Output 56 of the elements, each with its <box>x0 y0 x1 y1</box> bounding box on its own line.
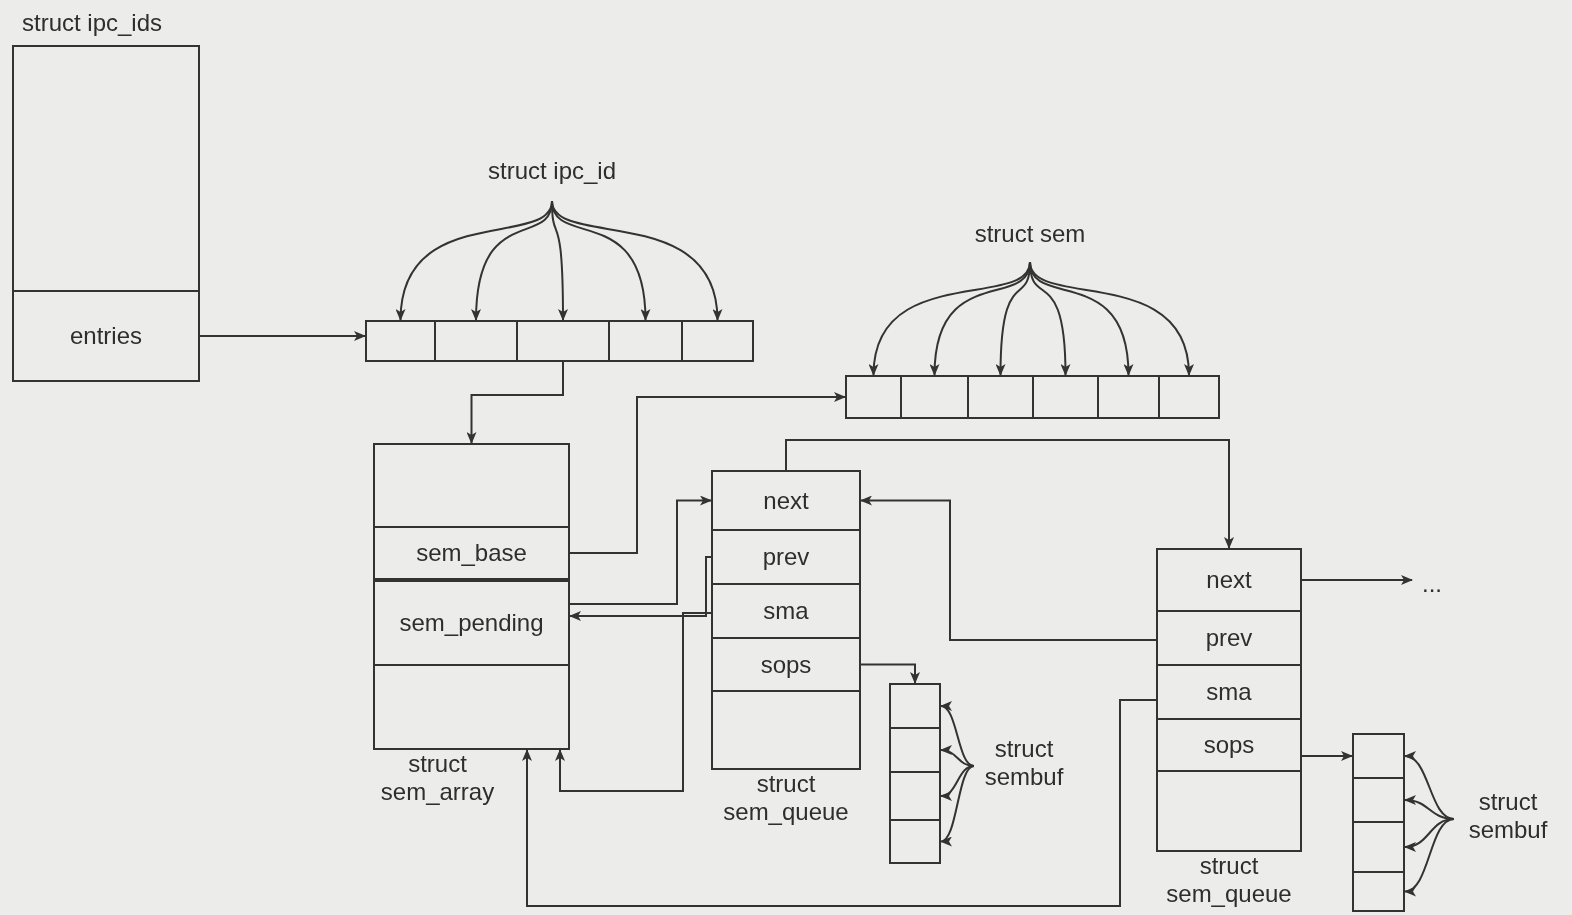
array-cell <box>1032 375 1099 419</box>
arrow <box>940 765 975 800</box>
struct-label: struct ipc_ids <box>22 9 164 37</box>
struct-field: prev <box>711 529 861 585</box>
arrow <box>1404 818 1455 894</box>
array-cell <box>889 771 941 821</box>
array-cell <box>1352 821 1405 873</box>
arrow <box>1301 575 1413 585</box>
struct-field: sem_base <box>373 526 570 580</box>
arrow <box>1301 751 1353 761</box>
arrow <box>1029 261 1193 376</box>
array-cell <box>889 819 941 864</box>
arrow <box>466 361 564 444</box>
arrow <box>551 200 722 321</box>
arrow <box>569 556 712 621</box>
struct-field: prev <box>1156 610 1302 666</box>
struct-field: sma <box>1156 664 1302 720</box>
struct-label: struct sembuf <box>978 735 1070 797</box>
array-cell <box>516 320 610 362</box>
array-cell <box>889 727 941 773</box>
array-cell <box>1352 733 1405 779</box>
arrow <box>555 612 712 792</box>
array-cell <box>845 375 902 419</box>
array-cell <box>608 320 683 362</box>
array-cell <box>967 375 1034 419</box>
arrow <box>940 704 975 767</box>
struct-label: struct sem_queue <box>1165 852 1293 908</box>
struct-label: struct sembuf <box>1458 788 1558 850</box>
arrow <box>860 495 1157 641</box>
arrow <box>199 331 366 341</box>
array-cell <box>365 320 436 362</box>
array-cell <box>434 320 518 362</box>
array-cell <box>900 375 969 419</box>
struct-label: ... <box>1412 570 1452 596</box>
struct-field: sops <box>711 637 861 692</box>
struct-label: struct ipc_id <box>462 157 642 197</box>
struct-field: sma <box>711 583 861 639</box>
array-cell <box>1352 777 1405 823</box>
struct-field: next <box>1156 548 1302 612</box>
array-cell <box>1158 375 1220 419</box>
arrow <box>860 663 920 684</box>
struct-label: struct sem <box>955 220 1105 258</box>
struct-field: sem_pending <box>373 580 570 666</box>
array-cell <box>681 320 754 362</box>
array-cell <box>1352 871 1405 912</box>
arrow <box>522 699 1157 907</box>
struct-label: struct sem_queue <box>722 770 850 826</box>
struct-field: entries <box>12 290 200 382</box>
array-cell <box>889 683 941 729</box>
struct-label: struct sem_array <box>379 750 496 806</box>
struct-field: next <box>711 470 861 531</box>
arrow <box>569 392 846 554</box>
arrow <box>569 495 712 605</box>
struct-field: sops <box>1156 718 1302 772</box>
arrow <box>785 439 1234 549</box>
array-cell <box>1097 375 1160 419</box>
